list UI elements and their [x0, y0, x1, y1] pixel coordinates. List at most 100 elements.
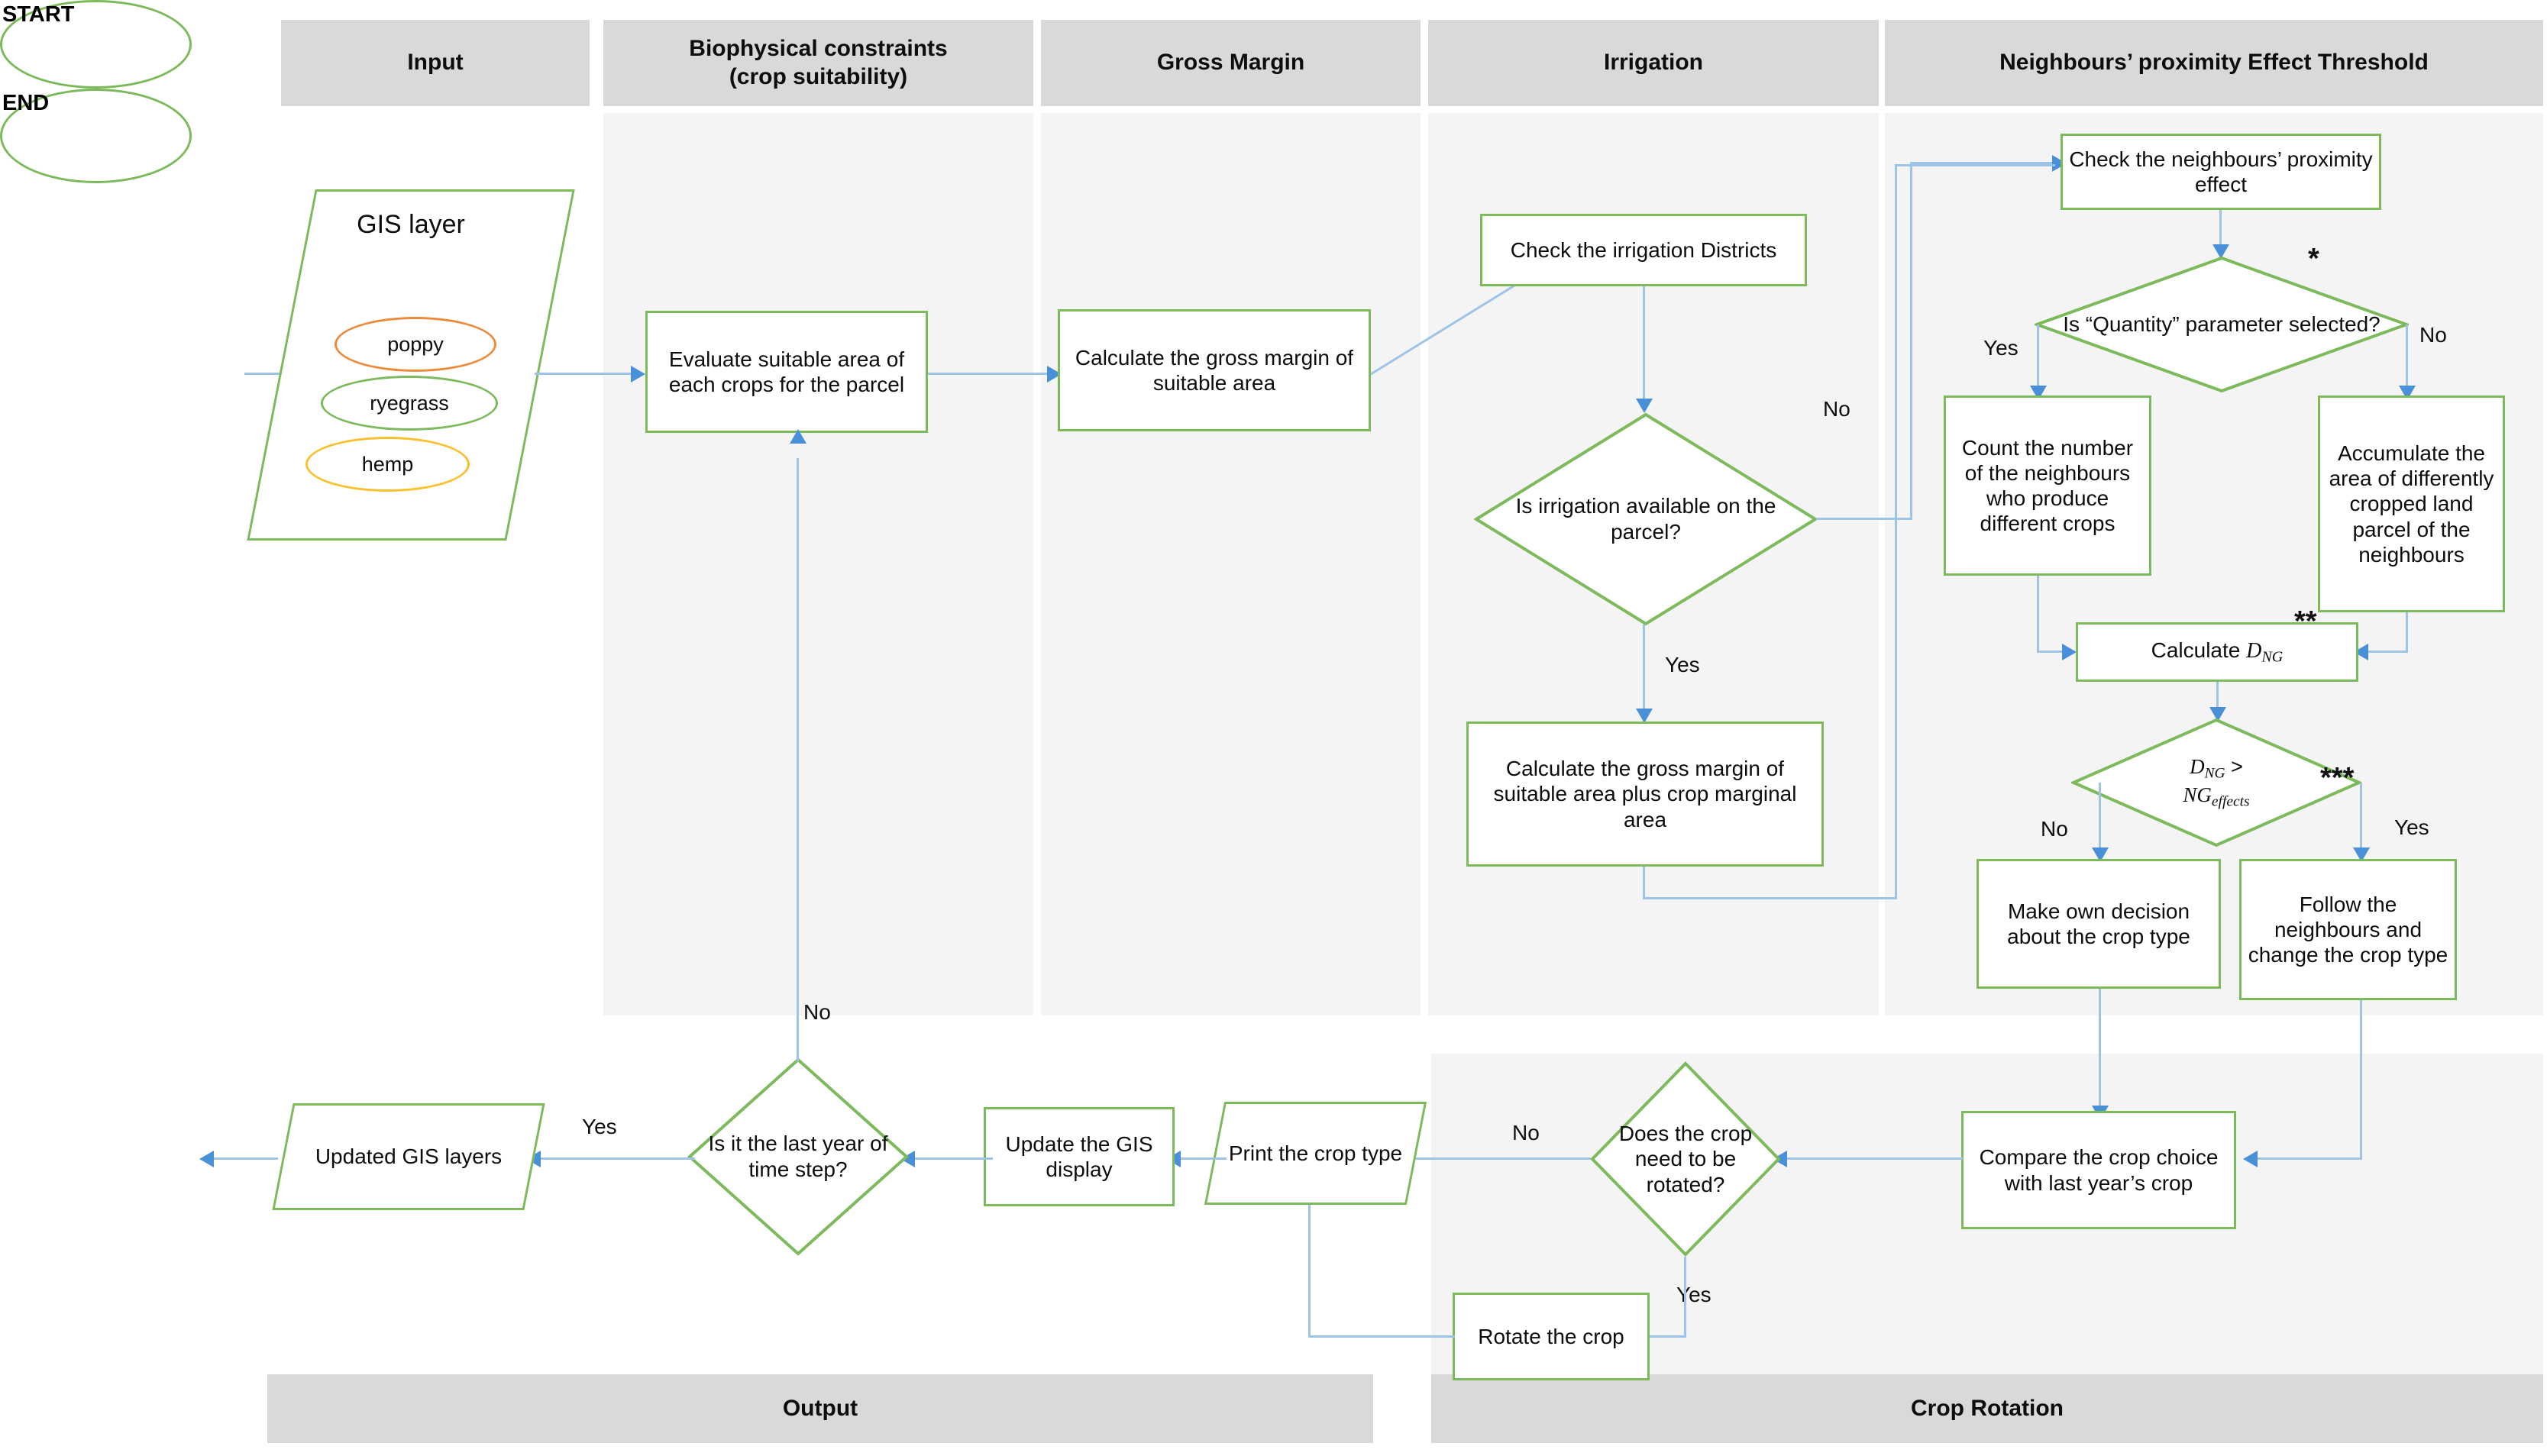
process-evaluate-suitable-area-label: Evaluate suitable area of each crops for… — [668, 347, 905, 396]
io-updated-gis-layers[interactable]: Updated GIS layers — [272, 1103, 545, 1210]
start-terminator[interactable]: START — [0, 0, 192, 89]
lane-header-biophysical: Biophysical constraints (crop suitabilit… — [603, 20, 1033, 106]
edge-label-irrigation-no: No — [1823, 397, 1850, 421]
edge-accumulate-to-dng-left — [2362, 651, 2408, 653]
decision-is-irrigation-available-shape — [1474, 412, 1818, 626]
edge-print-to-update-display — [1175, 1157, 1227, 1160]
decision-is-irrigation-available[interactable]: Is irrigation available on the parcel? — [1474, 412, 1818, 626]
lane-footer-crop-rotation-label: Crop Rotation — [1911, 1396, 2064, 1421]
edge-updated-layers-to-end-arrowhead — [199, 1151, 214, 1167]
decision-is-last-year-label: Is it the last year of time step? — [708, 1132, 888, 1181]
crop-ellipse-poppy[interactable]: poppy — [335, 317, 496, 372]
decision-dng-threshold-shape — [2071, 718, 2361, 847]
crop-ellipse-ryegrass[interactable]: ryegrass — [321, 376, 498, 431]
edge-follow-neighbours-left — [2251, 1157, 2362, 1160]
edge-label-dng-no: No — [2041, 817, 2068, 841]
process-calculate-gm-plus-marginal-label: Calculate the gross margin of suitable a… — [1493, 757, 1797, 831]
process-update-gis-display[interactable]: Update the GIS display — [984, 1107, 1175, 1206]
lane-header-irrigation: Irrigation — [1428, 20, 1879, 106]
edge-start-to-gis — [244, 373, 289, 375]
dng-subscript: NG — [2261, 648, 2284, 666]
process-check-neighbours-proximity[interactable]: Check the neighbours’ proximity effect — [2061, 134, 2381, 210]
edge-label-quantity-no: No — [2419, 323, 2447, 347]
edge-check-neighbours-to-quantity — [2219, 210, 2222, 250]
edge-lastyear-no-arrowhead — [790, 429, 806, 444]
lane-header-neighbours: Neighbours’ proximity Effect Threshold — [1885, 20, 2543, 106]
edge-compare-to-rotate-decision — [1781, 1157, 1963, 1160]
edge-accumulate-to-dng-down — [2406, 612, 2408, 652]
lane-panel-biophysical — [603, 113, 1033, 1015]
process-check-irrigation-districts-label: Check the irrigation Districts — [1510, 237, 1777, 262]
process-follow-neighbours[interactable]: Follow the neighbours and change the cro… — [2239, 859, 2457, 1000]
decision-is-quantity-selected[interactable]: Is “Quantity” parameter selected? — [2035, 256, 2409, 393]
crop-label-hemp: hemp — [361, 452, 414, 476]
gis-layer-title: GIS layer — [357, 210, 465, 239]
edge-label-lastyear-no: No — [803, 1000, 831, 1024]
process-evaluate-suitable-area[interactable]: Evaluate suitable area of each crops for… — [645, 311, 928, 433]
process-compare-crop-choice[interactable]: Compare the crop choice with last year’s… — [1961, 1111, 2236, 1229]
process-accumulate-area-label: Accumulate the area of differently cropp… — [2329, 441, 2494, 567]
decision-dng-greater-than-threshold[interactable]: DNG > NGeffects — [2071, 718, 2361, 847]
process-calculate-dng-label: Calculate DNG — [2151, 638, 2284, 666]
edge-quantity-no-down — [2406, 324, 2408, 391]
decision-is-quantity-selected-shape — [2035, 256, 2409, 393]
process-make-own-decision[interactable]: Make own decision about the crop type — [1977, 859, 2221, 989]
edge-rotate-yes-down — [1684, 1257, 1686, 1337]
process-rotate-crop[interactable]: Rotate the crop — [1453, 1293, 1650, 1380]
edge-follow-neighbours-arrowhead — [2243, 1151, 2258, 1167]
edge-count-to-dng-arrowhead — [2062, 644, 2077, 660]
decision-dng-threshold-label: DNG > NGeffects — [2071, 718, 2361, 847]
decision-does-crop-need-rotation-shape — [1590, 1061, 1781, 1257]
edge-dng-yes-down — [2360, 783, 2362, 853]
edge-check-irrigation-to-decision — [1643, 286, 1645, 405]
decision-is-quantity-selected-label: Is “Quantity” parameter selected? — [2063, 312, 2381, 337]
edge-dng-to-threshold — [2216, 682, 2219, 712]
lane-header-input-label: Input — [407, 50, 464, 76]
edge-quantity-yes-down — [2037, 324, 2039, 391]
end-terminator[interactable]: END — [0, 89, 192, 183]
edge-irrigation-no-up — [1910, 162, 1912, 520]
edge-gm-plus-down — [1643, 867, 1645, 899]
edge-irrigation-yes-arrowhead — [1636, 709, 1653, 723]
decision-is-irrigation-available-label: Is irrigation available on the parcel? — [1515, 494, 1776, 544]
crop-label-poppy: poppy — [387, 332, 444, 356]
edge-gis-to-evaluate-arrowhead — [631, 366, 645, 383]
lane-header-gross-margin-label: Gross Margin — [1156, 50, 1305, 76]
io-print-crop-type[interactable]: Print the crop type — [1204, 1102, 1427, 1205]
process-check-irrigation-districts[interactable]: Check the irrigation Districts — [1480, 214, 1807, 286]
edge-rotate-no-left — [1404, 1157, 1591, 1160]
process-count-neighbours-label: Count the number of the neighbours who p… — [1961, 435, 2134, 536]
decision-does-crop-need-rotation[interactable]: Does the crop need to be rotated? — [1590, 1061, 1781, 1257]
edge-check-neighbours-to-quantity-arrowhead — [2212, 244, 2229, 259]
start-label: START — [2, 2, 75, 27]
edge-gm-plus-to-check-neighbours — [1895, 164, 2055, 166]
edge-gis-to-evaluate — [535, 373, 634, 375]
edge-label-lastyear-yes: Yes — [582, 1115, 617, 1138]
process-accumulate-area[interactable]: Accumulate the area of differently cropp… — [2318, 395, 2505, 612]
lane-header-gross-margin: Gross Margin — [1041, 20, 1421, 106]
decision-is-last-year-shape — [687, 1057, 909, 1256]
edge-count-to-dng-right — [2037, 651, 2073, 653]
process-calculate-gross-margin[interactable]: Calculate the gross margin of suitable a… — [1058, 309, 1371, 431]
edge-gm-plus-right — [1643, 897, 1897, 899]
process-calculate-gm-plus-marginal[interactable]: Calculate the gross margin of suitable a… — [1466, 722, 1824, 867]
edge-label-dng-yes: Yes — [2394, 815, 2429, 839]
decision-does-crop-need-rotation-label: Does the crop need to be rotated? — [1618, 1121, 1753, 1196]
edge-dng-to-threshold-arrowhead — [2209, 707, 2226, 722]
footnote-mark-two: ** — [2294, 605, 2317, 638]
edge-label-rotate-yes: Yes — [1676, 1283, 1711, 1306]
lane-footer-output: Output — [267, 1374, 1373, 1443]
lane-header-irrigation-label: Irrigation — [1603, 50, 1703, 76]
end-label: END — [2, 91, 50, 115]
process-calculate-dng[interactable]: Calculate DNG — [2076, 622, 2358, 682]
crop-ellipse-hemp[interactable]: hemp — [305, 437, 470, 492]
edge-gm-plus-up — [1895, 164, 1897, 899]
edge-label-irrigation-yes: Yes — [1665, 653, 1700, 676]
gis-layer-parallelogram[interactable]: GIS layer — [247, 189, 575, 541]
edge-check-irrigation-to-decision-arrowhead — [1636, 399, 1653, 413]
process-count-neighbours[interactable]: Count the number of the neighbours who p… — [1944, 395, 2151, 576]
edge-lastyear-yes-left — [535, 1157, 695, 1160]
edge-dng-no-down — [2099, 783, 2101, 853]
decision-is-last-year[interactable]: Is it the last year of time step? — [687, 1057, 909, 1256]
